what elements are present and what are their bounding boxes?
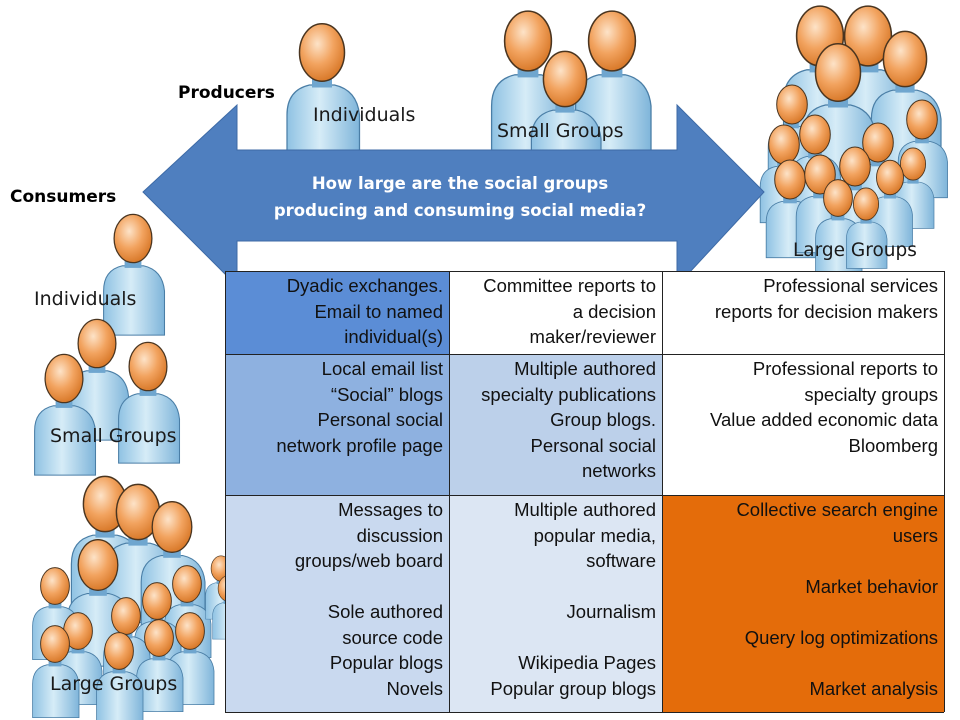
matrix-cell-line: individual(s) xyxy=(344,326,443,347)
matrix-cell-line: Journalism xyxy=(566,601,656,622)
matrix-cell-line: Local email list xyxy=(321,358,443,379)
matrix-cell-line: source code xyxy=(342,626,443,648)
producer-small-groups-label: Small Groups xyxy=(497,120,624,142)
matrix-cell-line: Collective search engine xyxy=(736,499,938,520)
matrix-cell-line: groups/web board xyxy=(294,550,443,571)
matrix-cell-line: popular media, xyxy=(533,524,656,546)
matrix-cell-line: network profile page xyxy=(276,434,443,456)
matrix-cell-line: Value added economic data xyxy=(710,409,938,430)
matrix-cell-line: Dyadic exchanges. xyxy=(286,275,443,296)
grid-line-vertical xyxy=(662,271,663,712)
matrix-cell-line: Committee reports to xyxy=(483,275,656,296)
matrix-cell-line: Multiple authored xyxy=(514,358,656,379)
consumers-axis-label: Consumers xyxy=(10,187,117,207)
matrix-cell-line: Group blogs. xyxy=(550,409,656,430)
matrix-cell-line: Wikipedia Pages xyxy=(518,652,656,673)
arrow-question: How large are the social groups producin… xyxy=(240,170,680,224)
matrix-cell-line: Professional services xyxy=(763,275,938,296)
matrix-cell: Dyadic exchanges. Email to named individua… xyxy=(225,271,449,354)
consumer-small-group-icon xyxy=(33,318,181,476)
matrix-cell-line xyxy=(666,548,938,574)
matrix-cell-line xyxy=(229,574,443,600)
matrix-cell-line: Market behavior xyxy=(805,575,938,597)
grid-line-vertical xyxy=(449,271,450,712)
grid-line-horizontal xyxy=(225,354,944,355)
matrix-cell-line: software xyxy=(586,550,656,571)
producer-large-groups-label: Large Groups xyxy=(793,240,917,261)
matrix-cell-line: Personal social xyxy=(317,409,443,430)
grid-line-vertical xyxy=(944,271,945,712)
matrix-cell-line: Email to named xyxy=(314,300,443,322)
consumer-large-groups-label: Large Groups xyxy=(50,673,178,695)
consumer-individual-icon xyxy=(102,213,166,336)
matrix-cell-line: maker/reviewer xyxy=(529,326,656,347)
producer-large-group-icon xyxy=(759,5,949,273)
arrow-question-line2: producing and consuming social media? xyxy=(273,201,647,220)
matrix-cell-line: “Social” blogs xyxy=(330,383,443,405)
matrix-cell-line: networks xyxy=(581,460,656,481)
matrix-cell-line: Popular blogs xyxy=(329,652,443,673)
matrix-cell: Committee reports to a decision maker/revi… xyxy=(449,271,662,354)
consumer-small-groups-label: Small Groups xyxy=(50,425,177,447)
matrix-cell-line xyxy=(666,599,938,625)
matrix-cell-line xyxy=(453,574,656,600)
matrix-cell-line: specialty groups xyxy=(804,383,938,405)
arrow-question-line1: How large are the social groups xyxy=(311,174,609,193)
matrix-cell: Professional services reports for decisio… xyxy=(662,271,944,354)
matrix-cell-line: users xyxy=(892,524,938,546)
double-arrow xyxy=(142,103,765,288)
matrix-cell-line: Novels xyxy=(386,677,443,699)
matrix-cell-line: specialty publications xyxy=(481,383,656,405)
matrix-cell-line: Sole authored xyxy=(327,601,443,622)
matrix-cell: Messages to discussion groups/web board So… xyxy=(225,495,449,712)
matrix-cell-line: discussion xyxy=(356,524,443,546)
matrix-cell-line: Market analysis xyxy=(809,677,938,699)
grid-line-horizontal xyxy=(225,712,944,713)
matrix-cell-line: Multiple authored xyxy=(514,499,656,520)
matrix-cell-line: Personal social xyxy=(530,434,656,456)
matrix-cell-line xyxy=(666,650,938,676)
matrix-cell-line: Popular group blogs xyxy=(490,677,656,699)
matrix-cell-line: Query log optimizations xyxy=(744,626,938,648)
grid-line-horizontal xyxy=(225,495,944,496)
matrix-cell-line: a decision xyxy=(572,300,656,322)
matrix-cell-line: reports for decision makers xyxy=(714,300,938,322)
matrix-cell-line: Professional reports to xyxy=(752,358,938,379)
matrix-cell: Collective search engine users Market beh… xyxy=(662,495,944,712)
producers-axis-label: Producers xyxy=(178,83,275,103)
producer-individuals-label: Individuals xyxy=(313,104,416,126)
grid-line-vertical xyxy=(225,271,226,712)
grid-line-horizontal xyxy=(225,271,944,272)
matrix-cell-line xyxy=(453,625,656,651)
matrix-cell-line: Bloomberg xyxy=(848,434,938,456)
producer-individual-icon xyxy=(286,23,361,169)
consumer-individuals-label: Individuals xyxy=(34,288,137,310)
matrix-cell-line: Messages to xyxy=(338,499,443,520)
